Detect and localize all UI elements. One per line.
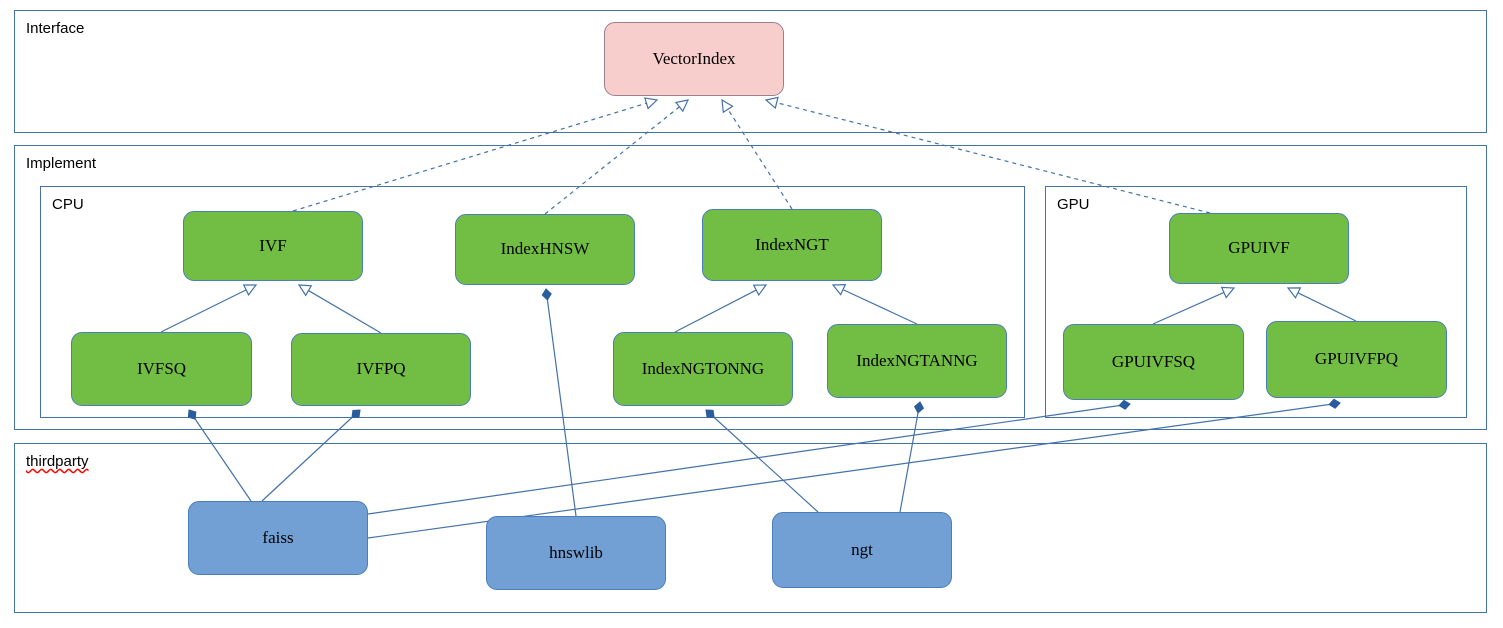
- class-node-ivf[interactable]: IVF: [183, 211, 363, 281]
- class-node-indexhnsw[interactable]: IndexHNSW: [455, 214, 635, 285]
- class-node-label: GPUIVF: [1228, 238, 1290, 258]
- class-node-vectorindex[interactable]: VectorIndex: [604, 22, 784, 96]
- class-node-indexngt[interactable]: IndexNGT: [702, 209, 882, 281]
- class-node-label: GPUIVFSQ: [1111, 351, 1196, 371]
- class-node-label: IndexNGT: [755, 234, 829, 254]
- group-label-gpu: GPU: [1057, 196, 1090, 213]
- class-node-ivfpq[interactable]: IVFPQ: [291, 333, 471, 406]
- class-node-indexngtonng[interactable]: IndexNGTONNG: [613, 332, 793, 406]
- group-label-interface: Interface: [26, 20, 85, 37]
- class-node-label: faiss: [262, 527, 294, 547]
- class-node-ngt[interactable]: ngt: [772, 512, 952, 588]
- class-node-label: hnswlib: [549, 542, 603, 562]
- class-node-label: VectorIndex: [652, 48, 736, 68]
- group-label-thirdparty: thirdparty: [26, 453, 89, 470]
- class-node-label: GPUIVFPQ: [1314, 349, 1399, 369]
- class-node-hnswlib[interactable]: hnswlib: [486, 516, 666, 590]
- group-label-implement: Implement: [26, 155, 97, 172]
- class-node-gpuivf[interactable]: GPUIVF: [1169, 213, 1349, 284]
- group-label-cpu: CPU: [52, 196, 84, 213]
- class-node-indexngtanng[interactable]: IndexNGTANNG: [827, 324, 1007, 398]
- class-node-label: ngt: [851, 539, 873, 559]
- class-node-label: IndexHNSW: [500, 239, 590, 259]
- class-node-label: IVF: [259, 235, 287, 255]
- class-node-label: IndexNGTANNG: [856, 350, 978, 370]
- class-node-ivfsq[interactable]: IVFSQ: [71, 332, 252, 406]
- class-node-label: IVFPQ: [356, 359, 406, 379]
- class-node-faiss[interactable]: faiss: [188, 501, 368, 575]
- class-node-gpuivfpq[interactable]: GPUIVFPQ: [1266, 321, 1447, 398]
- class-node-gpuivfsq[interactable]: GPUIVFSQ: [1063, 324, 1244, 400]
- class-node-label: IVFSQ: [136, 358, 187, 378]
- class-node-label: IndexNGTONNG: [641, 358, 765, 378]
